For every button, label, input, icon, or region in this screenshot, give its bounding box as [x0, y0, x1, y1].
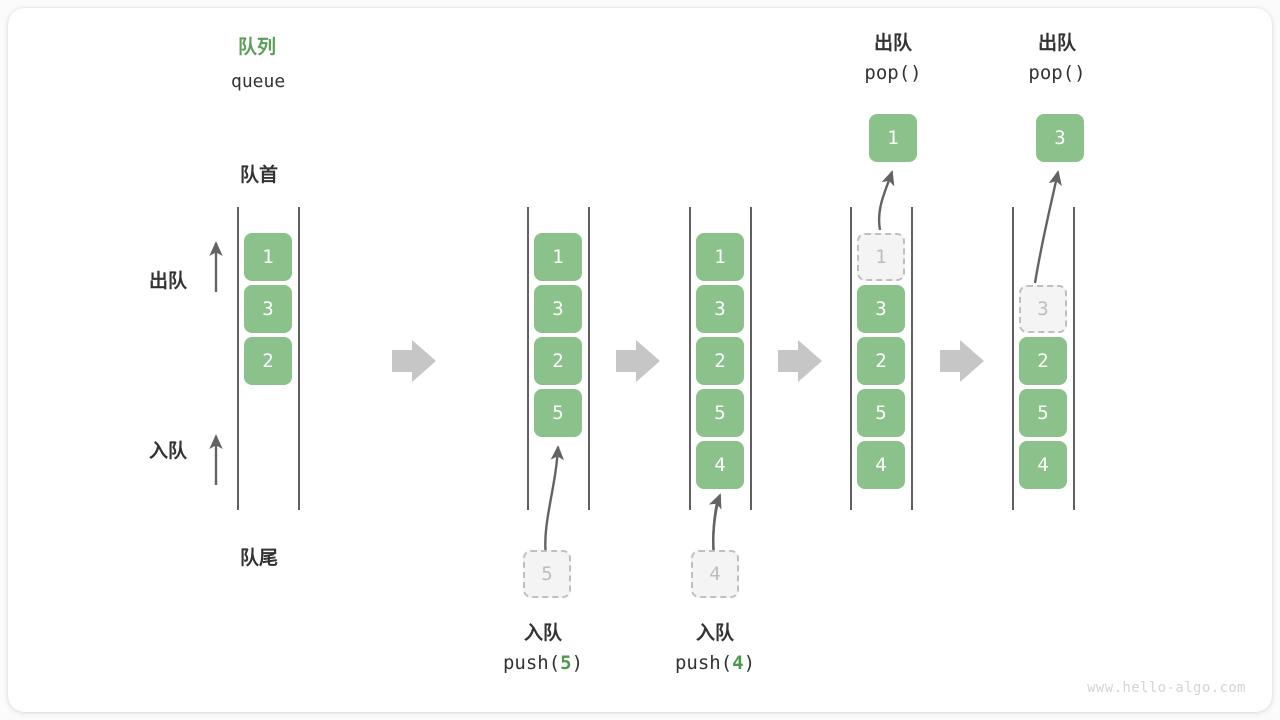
queue-cell: 5	[857, 389, 905, 437]
queue-cell: 5	[534, 389, 582, 437]
rail-right	[750, 207, 752, 510]
queue-cell: 5	[696, 389, 744, 437]
queue-cell: 4	[1019, 441, 1067, 489]
queue-cell: 2	[1019, 337, 1067, 385]
enqueue-label: 入队	[149, 440, 188, 462]
queue-cell: 3	[534, 285, 582, 333]
queue-cell: 2	[696, 337, 744, 385]
outgoing-cell: 1	[869, 114, 917, 162]
rail-left	[1012, 207, 1014, 510]
push-4-op-label: 入队 push(4)	[625, 618, 805, 678]
incoming-ghost-cell: 5	[523, 550, 571, 598]
rear-label: 队尾	[240, 547, 279, 569]
push-4-op-code: push(4)	[674, 652, 756, 674]
push-4-op-cn: 入队	[695, 622, 734, 644]
pop-1-op-cn: 出队	[873, 32, 912, 54]
queue-cell: 3	[696, 285, 744, 333]
dequeue-label: 出队	[149, 270, 188, 292]
figure-title-cn: 队列	[238, 36, 277, 58]
pop-3-op-cn: 出队	[1037, 32, 1076, 54]
rail-left	[850, 207, 852, 510]
pop-1-op-code: pop()	[864, 62, 922, 84]
pop-1-op-label: 出队 pop()	[803, 28, 983, 88]
queue-cell: 2	[534, 337, 582, 385]
outgoing-cell: 3	[1036, 114, 1084, 162]
watermark: www.hello-algo.com	[1087, 680, 1246, 696]
rail-right	[298, 207, 300, 510]
rail-right	[588, 207, 590, 510]
figure-title-en: queue	[231, 71, 286, 92]
queue-cell: 1	[696, 233, 744, 281]
incoming-ghost-cell: 4	[691, 550, 739, 598]
front-label: 队首	[240, 164, 279, 186]
queue-cell: 5	[1019, 389, 1067, 437]
pop-3-op-code: pop()	[1028, 62, 1086, 84]
pop-3-op-label: 出队 pop()	[967, 28, 1147, 88]
queue-cell-ghost: 3	[1019, 285, 1067, 333]
queue-cell: 1	[534, 233, 582, 281]
queue-cell-ghost: 1	[857, 233, 905, 281]
rail-left	[527, 207, 529, 510]
queue-cell: 3	[244, 285, 292, 333]
queue-cell: 4	[696, 441, 744, 489]
rail-right	[1073, 207, 1075, 510]
push-5-op-cn: 入队	[523, 622, 562, 644]
queue-cell: 1	[244, 233, 292, 281]
rail-right	[911, 207, 913, 510]
diagram-card	[8, 8, 1272, 712]
queue-cell: 2	[244, 337, 292, 385]
queue-cell: 4	[857, 441, 905, 489]
queue-cell: 2	[857, 337, 905, 385]
rail-left	[237, 207, 239, 510]
push-5-op-code: push(5)	[502, 652, 584, 674]
push-5-op-label: 入队 push(5)	[453, 618, 633, 678]
queue-cell: 3	[857, 285, 905, 333]
rail-left	[689, 207, 691, 510]
